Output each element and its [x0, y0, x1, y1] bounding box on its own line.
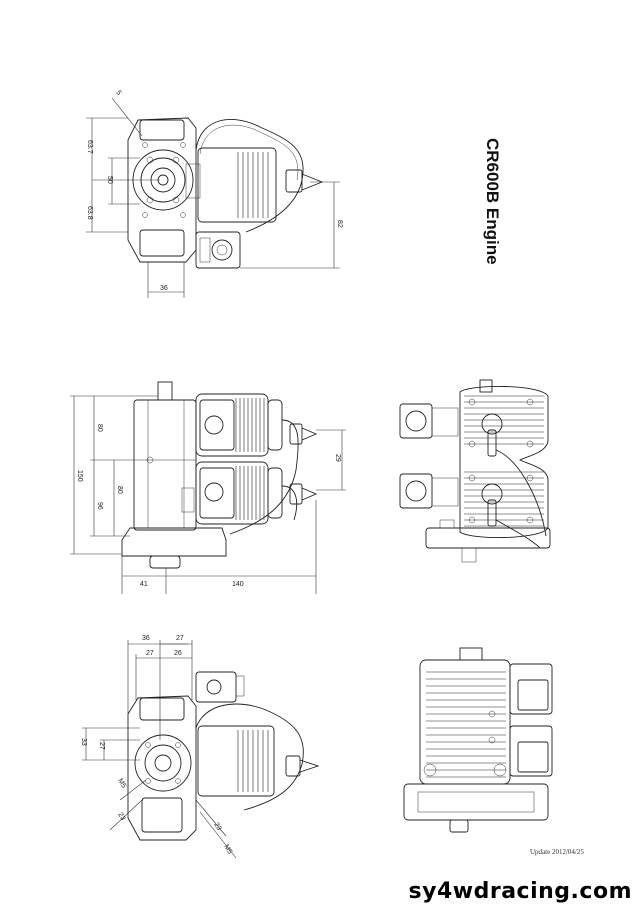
dim-23-b: 23 [212, 822, 222, 832]
dim-33: 33 [80, 738, 87, 746]
dim-82: 82 [336, 220, 343, 228]
dim-36: 36 [160, 285, 168, 292]
dim-80-mid: 80 [116, 486, 123, 494]
brand-watermark: sy4wdracing.com [408, 879, 632, 904]
update-date: Update 2012/04/25 [530, 848, 584, 856]
dim-23-a: 23 [116, 812, 126, 822]
dim-50: 50 [106, 176, 113, 184]
dim-m5-b: M5 [222, 844, 233, 856]
front-view-detail: 36 27 27 26 33 27 M5 23 23 M5 [80, 635, 320, 859]
dim-96: 96 [96, 502, 103, 510]
dim-63-8: 63.8 [86, 206, 93, 220]
dim-150: 150 [76, 470, 83, 482]
page-title: CR600B Engine [483, 138, 502, 265]
rear-view [403, 647, 553, 833]
dim-27-c: 27 [98, 742, 105, 750]
front-view: 63.7 50 63.8 82 36 5 [86, 90, 343, 298]
dim-63-7: 63.7 [86, 140, 93, 154]
dim-80-top: 80 [96, 424, 103, 432]
dim-27-a: 27 [176, 635, 184, 642]
side-view: 80 150 80 96 29 41 140 [70, 381, 346, 594]
dim-5: 5 [114, 90, 122, 97]
dim-36-b: 36 [142, 635, 150, 642]
top-view [399, 379, 551, 563]
dim-m5-a: M5 [116, 778, 127, 790]
dim-27-b: 27 [146, 650, 154, 657]
dim-41: 41 [140, 581, 148, 588]
dim-140: 140 [232, 581, 244, 588]
dim-26: 26 [174, 650, 182, 657]
dim-29: 29 [334, 454, 341, 462]
